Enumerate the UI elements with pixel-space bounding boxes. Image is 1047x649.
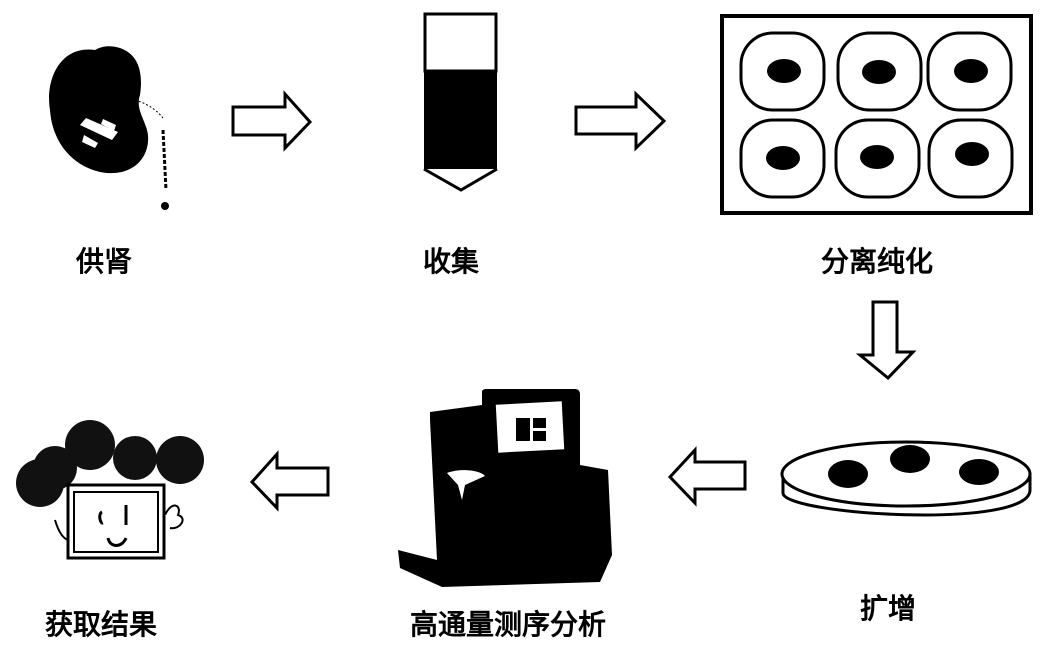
step-label-sequencing: 高通量测序分析 xyxy=(409,608,607,641)
kidney-icon xyxy=(49,46,169,210)
six-well-plate-icon xyxy=(720,14,1033,215)
arrow-right-icon xyxy=(574,90,667,152)
arrow-down-icon xyxy=(855,300,917,381)
petri-dish-icon xyxy=(780,440,1032,517)
sequencer-machine-icon xyxy=(398,389,612,587)
happy-computer-icon xyxy=(16,420,204,560)
step-label-amplify: 扩增 xyxy=(859,592,917,625)
arrow-left-icon xyxy=(667,446,747,507)
centrifuge-tube-icon xyxy=(423,12,498,192)
arrow-left-icon xyxy=(249,450,330,512)
arrow-right-icon xyxy=(231,90,313,152)
step-label-result: 获取结果 xyxy=(44,608,158,641)
step-label-collect: 收集 xyxy=(422,245,480,278)
step-label-donor-kidney: 供肾 xyxy=(75,245,133,278)
step-label-separate-purify: 分离纯化 xyxy=(820,245,934,278)
